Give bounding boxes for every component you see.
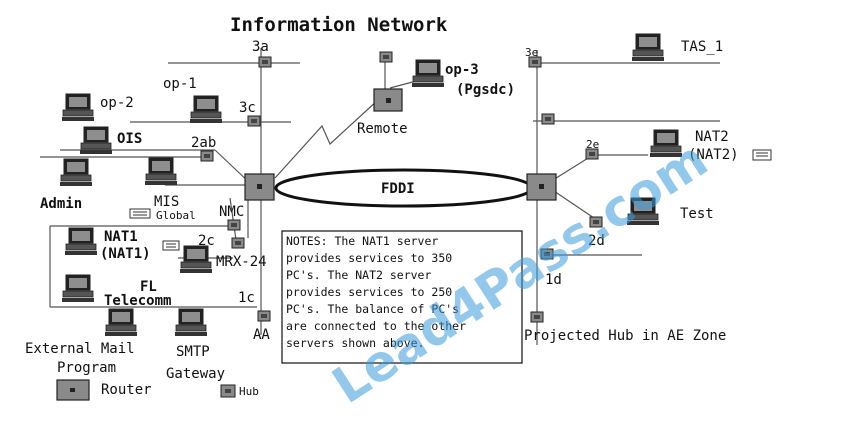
label-hub-3e: 3e [525,46,538,59]
legend-router-icon [56,379,90,401]
network-links [40,48,720,345]
label-fl: FL [140,279,157,295]
note-line-2: provides services to 350 [286,251,452,265]
hub-icon-1c [257,310,271,322]
note-line-3: PC's. The NAT2 server [286,268,431,282]
label-ext-mail-2: Program [57,360,116,376]
label-mrx: MRX-24 [216,254,267,270]
pc-extmail-icon [104,308,138,337]
pc-smtp-icon [174,308,208,337]
label-ois: OIS [117,131,142,147]
fddi-label: FDDI [381,181,415,197]
note-line-4: provides services to 250 [286,285,452,299]
label-hub-1c: 1c [238,290,255,306]
legend-router-label: Router [101,382,152,398]
note-line-6: are connected to the other [286,319,466,333]
notes-box [281,230,523,364]
label-hub-3a: 3a [252,39,269,55]
label-nat2: NAT2 [695,129,729,145]
hub-icon-projected [530,311,544,323]
hub-icon-nmc [227,219,241,231]
hub-icon-2ab [200,150,214,162]
hub-icon-remote [379,51,393,63]
hub-icon-3a [258,56,272,68]
label-hub-3c: 3c [239,100,256,116]
label-telecomm: Telecomm [104,293,171,309]
server-badge-nat1 [162,240,180,251]
label-op1: op-1 [163,76,197,92]
hub-icon-3d [541,113,555,125]
label-nat2-sub: (NAT2) [688,147,739,163]
label-op3-sub: (Pgsdc) [456,82,515,98]
router-remote [373,88,403,112]
router-right [526,173,557,201]
pc-op1-icon [189,95,223,124]
legend-hub-icon [220,384,236,398]
label-op2: op-2 [100,95,134,111]
label-op3: op-3 [445,62,479,78]
pc-nat1-icon [64,227,98,256]
pc-tas1-icon [631,33,665,62]
label-nmc: NMC [219,204,244,220]
label-hub-2ab: 2ab [191,135,216,151]
label-hub-1d: 1d [545,272,562,288]
note-line-5: PC's. The balance of PC's [286,302,459,316]
label-nat1-sub: (NAT1) [100,246,151,262]
pc-mis-icon [144,157,178,186]
legend-hub-label: Hub [239,385,259,398]
server-badge-global [129,208,151,219]
note-line-1: NOTES: The NAT1 server [286,234,438,248]
label-projected-hub: Projected Hub in AE Zone [524,328,726,344]
label-smtp-2: Gateway [166,366,225,382]
server-badge-nat2 [752,149,772,161]
label-hub-2d: 2d [588,233,605,249]
label-hub-2c: 2c [198,233,215,249]
label-remote: Remote [357,121,408,137]
label-test: Test [680,206,714,222]
pc-fl-icon [61,274,95,303]
pc-op2-icon [61,93,95,122]
label-tas1: TAS_1 [681,39,723,55]
label-global: Global [156,209,196,222]
note-line-7: servers shown above. [286,336,424,350]
router-left [244,173,275,201]
legend: Router Hub [56,379,259,401]
hub-icon-2c [231,237,245,249]
label-mis: MIS [154,194,179,210]
hub-icon-3c [247,115,261,127]
pc-mrx-icon [179,245,213,274]
diagram-title: Information Network [230,14,448,36]
label-admin: Admin [40,196,82,212]
label-smtp-1: SMTP [176,344,210,360]
label-ext-mail-1: External Mail [25,341,135,357]
pc-op3-icon [411,59,445,88]
pc-admin-icon [59,158,93,187]
label-nat1: NAT1 [104,229,138,245]
notes-text: NOTES: The NAT1 server provides services… [286,234,466,350]
label-hub-2e: 2e [586,138,599,151]
label-aa: AA [253,327,270,343]
